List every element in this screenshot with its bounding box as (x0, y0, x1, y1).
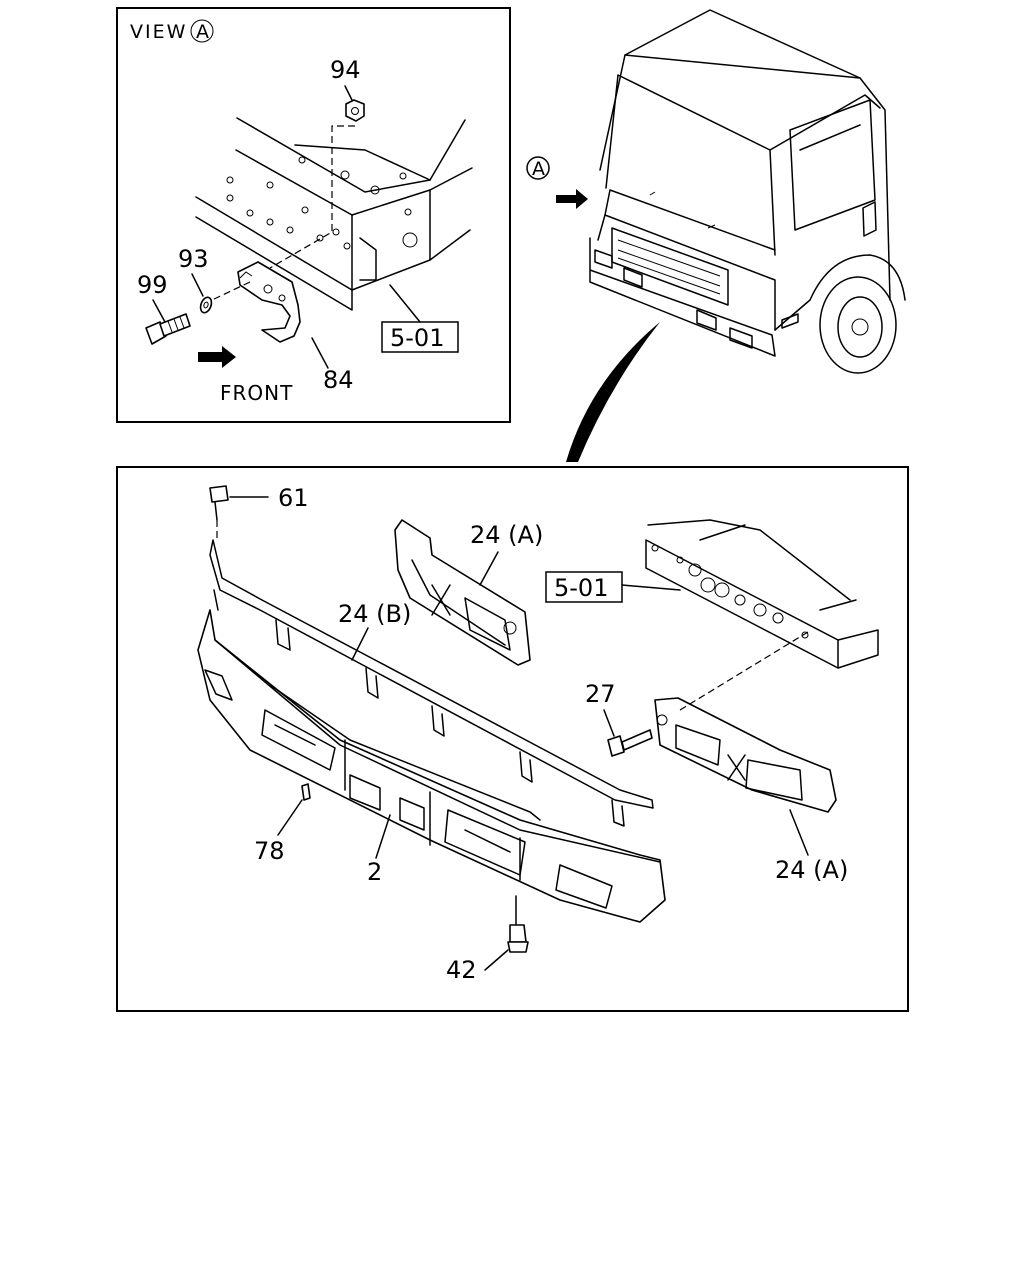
front-label: FRONT (220, 381, 293, 405)
assembly-line-94 (269, 125, 355, 269)
ref-5-01-top: 5-01 (390, 324, 444, 352)
nut-94 (345, 99, 365, 122)
callout-24a-upper: 24 (A) (470, 521, 543, 549)
view-a-marker-circle (526, 156, 550, 180)
bolt-99 (145, 313, 191, 345)
view-letter-circle (190, 19, 214, 43)
bolt-27 (607, 729, 653, 757)
view-a-marker: A (532, 158, 545, 180)
ref-box-bottom (545, 571, 623, 603)
bracket-24a-lower (654, 697, 837, 813)
tow-hook-84 (237, 261, 301, 343)
callout-94: 94 (330, 56, 361, 84)
callout-84: 84 (323, 366, 354, 394)
callout-93: 93 (178, 245, 209, 273)
bumper-2 (197, 609, 666, 923)
view-title: VIEW (130, 21, 187, 43)
callout-24b: 24 (B) (338, 600, 411, 628)
bolt-42 (507, 895, 529, 953)
frame-rail-end (645, 519, 879, 669)
callout-2: 2 (367, 858, 382, 886)
view-a-frame (116, 7, 511, 423)
clip-78 (301, 783, 311, 801)
detail-connector-curve (566, 322, 660, 462)
bracket-24a-upper (394, 519, 531, 666)
view-letter: A (196, 21, 209, 43)
bracket-24b (209, 539, 654, 827)
view-a-inset: VIEW A (116, 7, 511, 423)
truck-cab-drawing: A (526, 9, 906, 374)
callout-24a-lower: 24 (A) (775, 856, 848, 884)
frame-rail-drawing (195, 117, 473, 311)
callout-99: 99 (137, 271, 168, 299)
front-arrow-icon (198, 346, 236, 368)
view-direction-arrow-icon (556, 189, 588, 209)
assembly-line-99 (211, 281, 251, 301)
ref-5-01-bottom: 5-01 (554, 574, 608, 602)
assembly-line-27 (679, 631, 809, 711)
callout-61: 61 (278, 484, 309, 512)
detail-frame (116, 466, 909, 1012)
callout-78: 78 (254, 837, 285, 865)
washer-93 (199, 296, 213, 314)
bumper-detail: 61 24 (A) 24 (B) 5-01 27 78 2 24 (A) 42 (116, 466, 909, 1012)
callout-42: 42 (446, 956, 477, 984)
callout-27: 27 (585, 680, 616, 708)
bolt-61 (209, 485, 229, 540)
